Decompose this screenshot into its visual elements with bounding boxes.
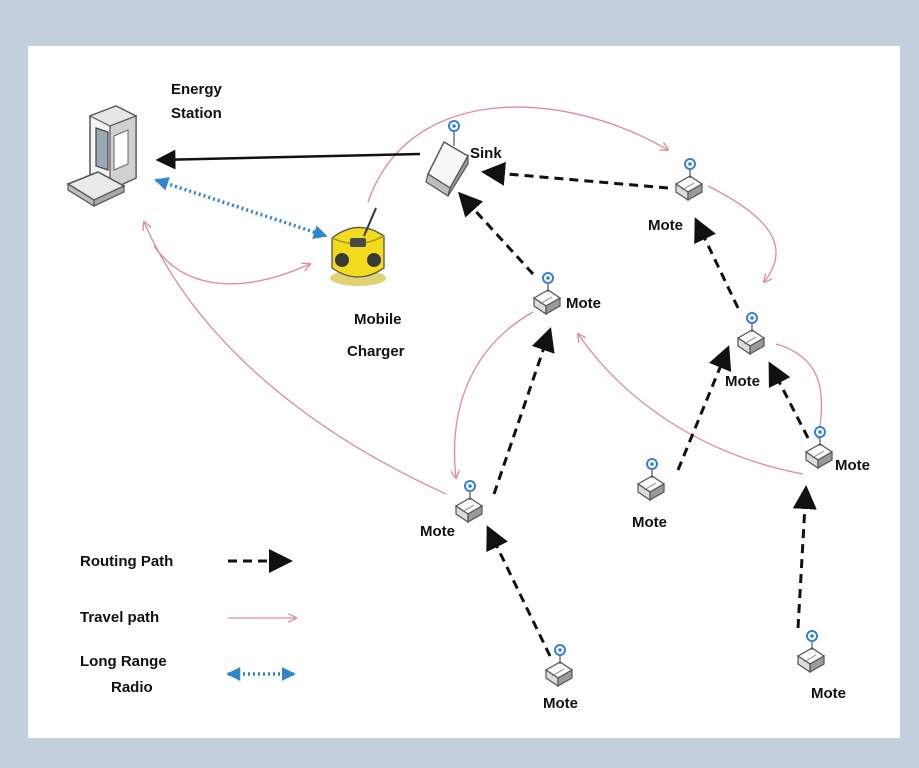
long-range-radio-link xyxy=(154,177,328,239)
routing-path-bottom-mote-to-low-mote xyxy=(486,525,552,657)
sink-node-icon xyxy=(425,120,469,197)
travel-path-edge-mote-to-center-mote xyxy=(578,334,804,475)
mote-label: Mote xyxy=(725,373,760,390)
mote-label: Mote xyxy=(648,217,683,234)
routing-path-mid-mote-to-right-mote xyxy=(676,345,732,471)
mote-label: Mote xyxy=(835,457,870,474)
routing-path-right-mote-to-top-mote xyxy=(694,217,740,309)
diagram-panel: Energy Station Mobile Charger Sink Mote … xyxy=(28,46,900,738)
travel-path-station-to-charger xyxy=(153,245,310,285)
mote-icon xyxy=(637,458,665,501)
routing-path-low-mote-to-center-mote xyxy=(492,327,555,495)
routing-paths xyxy=(457,161,817,657)
sink-label: Sink xyxy=(470,145,502,162)
mote-icon xyxy=(455,480,483,523)
energy-station-label-line2: Station xyxy=(171,105,222,122)
mobile-charger-label-line2: Charger xyxy=(347,343,405,360)
mote-label: Mote xyxy=(543,695,578,712)
network-diagram: Energy Station Mobile Charger Sink Mote … xyxy=(66,81,870,712)
mote-icon xyxy=(737,312,765,355)
travel-paths xyxy=(144,106,822,495)
routing-path-top-mote-to-sink xyxy=(481,161,669,190)
sink-to-station-link xyxy=(155,149,421,170)
mobile-charger-label-line1: Mobile xyxy=(354,311,402,328)
mote-icon xyxy=(805,426,833,469)
mote-label: Mote xyxy=(420,523,455,540)
energy-station-label-line1: Energy xyxy=(171,81,223,98)
routing-path-edge-mote-to-right-mote xyxy=(768,361,810,439)
mote-icon xyxy=(675,158,703,201)
mote-label: Mote xyxy=(632,514,667,531)
travel-path-center-mote-to-low-mote xyxy=(455,311,534,478)
legend-routing-path-label: Routing Path xyxy=(80,553,173,570)
travel-path-low-mote-to-station xyxy=(144,222,447,495)
routing-path-bottom-right-mote-to-edge-mote xyxy=(792,485,817,629)
travel-path-charger-to-top-mote xyxy=(367,106,668,203)
legend-travel-path-label: Travel path xyxy=(80,609,159,626)
mote-label: Mote xyxy=(811,685,846,702)
routing-path-center-mote-to-sink xyxy=(457,191,535,276)
legend: Routing Path Travel path Long Range Radi… xyxy=(80,549,296,696)
mote-icon xyxy=(797,630,825,673)
computer-icon xyxy=(66,105,138,208)
mote-label: Mote xyxy=(566,295,601,312)
travel-path-right-mote-to-edge-mote xyxy=(775,343,822,438)
mote-icon xyxy=(545,644,573,687)
mote-icon xyxy=(533,272,561,315)
legend-long-range-radio-label-line1: Long Range xyxy=(80,653,167,670)
travel-path-top-mote-to-right-mote xyxy=(707,185,777,282)
robot-charger-icon xyxy=(330,207,386,286)
legend-long-range-radio-label-line2: Radio xyxy=(111,679,153,696)
